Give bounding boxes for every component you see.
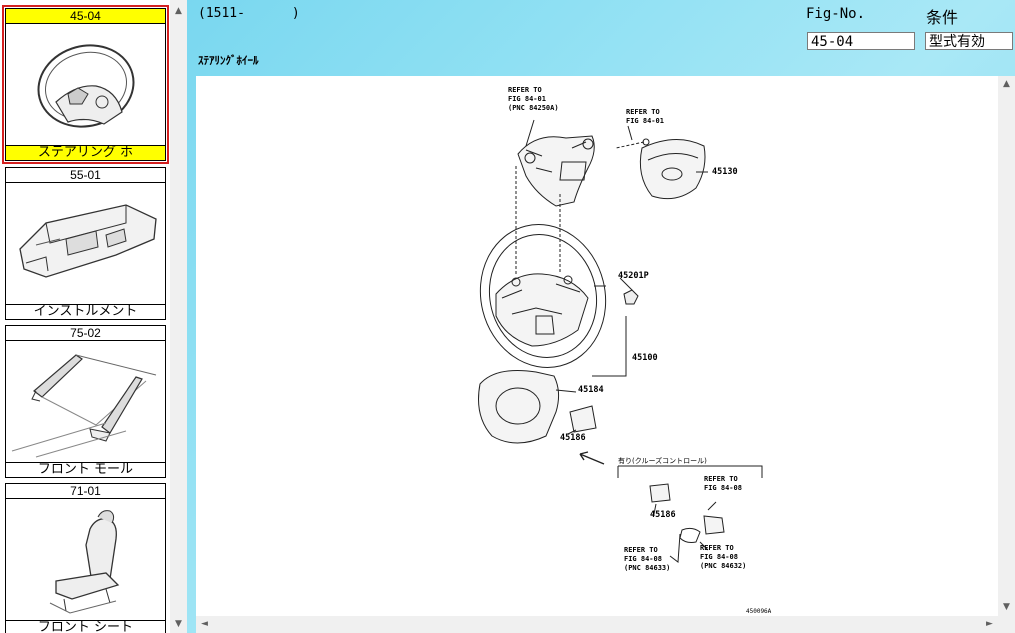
refer-fig: FIG 84-01	[508, 95, 546, 103]
thumbnail-75-02[interactable]: 75-02 フロント モール	[5, 325, 166, 478]
part-number-45100[interactable]: 45100	[632, 353, 658, 363]
refer-text: REFER TO	[626, 108, 660, 116]
steering-wheel-icon	[5, 24, 166, 146]
refer-block-top-left[interactable]: REFER TO FIG 84-01 (PNC 84250A)	[508, 86, 559, 113]
refer-text: REFER TO	[700, 544, 734, 552]
thumbnail-name: ステアリング ホ	[5, 146, 166, 161]
diagram-scroll-left-button[interactable]: ◄	[196, 616, 213, 633]
part-number-45201p[interactable]: 45201P	[618, 271, 649, 281]
thumbnail-scrollbar[interactable]: ▲ ▼	[170, 0, 187, 633]
diagram-vertical-scrollbar[interactable]: ▲ ▼	[998, 76, 1015, 633]
refer-pnc: (PNC 84632)	[700, 562, 747, 570]
refer-fig: FIG 84-01	[626, 117, 664, 125]
diagram-scroll-right-button[interactable]: ►	[981, 616, 998, 633]
diagram-scroll-up-button[interactable]: ▲	[998, 76, 1015, 93]
thumbnail-code: 75-02	[5, 325, 166, 341]
figure-thumbnail-list[interactable]: 45-04 ステアリング ホ 55-01 インストルメント	[0, 0, 187, 633]
part-number-45186[interactable]: 45186	[560, 433, 586, 443]
front-molding-icon	[5, 341, 166, 463]
refer-fig: FIG 84-08	[704, 484, 742, 492]
diagram-horizontal-scrollbar[interactable]: ◄ ►	[196, 616, 998, 633]
refer-block-top-right[interactable]: REFER TO FIG 84-01	[626, 108, 664, 126]
thumbnail-code: 71-01	[5, 483, 166, 499]
model-code-range: (1511- )	[198, 6, 300, 21]
part-number-45130[interactable]: 45130	[712, 167, 738, 177]
scroll-up-button[interactable]: ▲	[170, 3, 187, 20]
refer-text: REFER TO	[704, 475, 738, 483]
thumbnail-45-04[interactable]: 45-04 ステアリング ホ	[2, 5, 169, 164]
refer-block-bottom-left[interactable]: REFER TO FIG 84-08 (PNC 84633)	[624, 546, 670, 573]
thumbnail-name: フロント モール	[5, 463, 166, 478]
option-note: 有り(クルーズコントロール)	[618, 457, 707, 465]
instrument-panel-icon	[5, 183, 166, 305]
thumbnail-code: 45-04	[5, 8, 166, 24]
refer-pnc: (PNC 84250A)	[508, 104, 559, 112]
refer-text: REFER TO	[508, 86, 542, 94]
diagram-scroll-down-button[interactable]: ▼	[998, 599, 1015, 616]
refer-block-lower-right[interactable]: REFER TO FIG 84-08	[704, 475, 742, 493]
thumbnail-name: インストルメント	[5, 305, 166, 320]
scroll-down-button[interactable]: ▼	[170, 616, 187, 633]
thumbnail-71-01[interactable]: 71-01 フロント シート	[5, 483, 166, 633]
part-number-45186-option[interactable]: 45186	[650, 510, 676, 520]
refer-pnc: (PNC 84633)	[624, 564, 671, 572]
section-title: ｽﾃｱﾘﾝｸﾞﾎｲｰﾙ	[198, 54, 259, 67]
thumbnail-55-01[interactable]: 55-01 インストルメント	[5, 167, 166, 320]
parts-diagram[interactable]: REFER TO FIG 84-01 (PNC 84250A) REFER TO…	[196, 76, 1015, 633]
part-number-45184[interactable]: 45184	[578, 385, 604, 395]
thumbnail-code: 55-01	[5, 167, 166, 183]
exploded-view-drawing	[478, 119, 763, 563]
refer-fig: FIG 84-08	[700, 553, 738, 561]
front-seat-icon	[5, 499, 166, 621]
illustration-id: 450096A	[746, 608, 772, 615]
thumbnail-name: フロント シート	[5, 621, 166, 633]
refer-text: REFER TO	[624, 546, 658, 554]
refer-fig: FIG 84-08	[624, 555, 662, 563]
condition-label: 条件	[926, 8, 959, 27]
fig-no-field[interactable]: 45-04	[807, 32, 915, 50]
refer-block-bottom-right[interactable]: REFER TO FIG 84-08 (PNC 84632)	[700, 544, 746, 571]
condition-field[interactable]: 型式有効	[925, 32, 1013, 50]
fig-no-label: Fig-No.	[806, 6, 866, 22]
